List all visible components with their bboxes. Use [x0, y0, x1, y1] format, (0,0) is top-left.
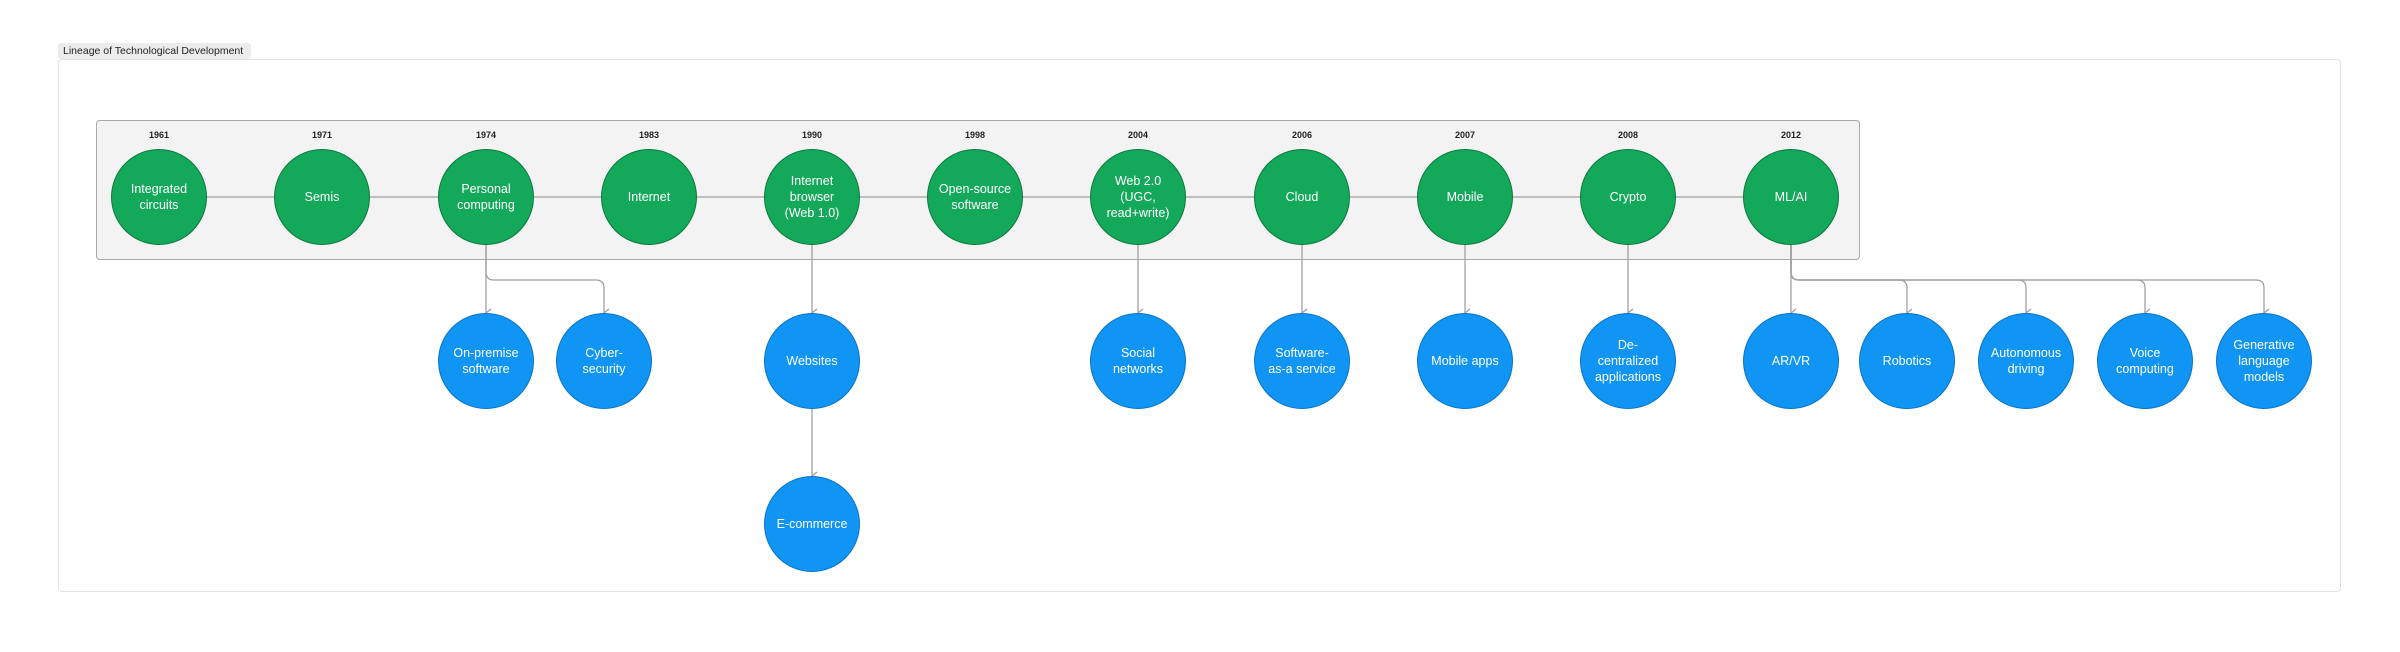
tech-node-mlai[interactable]: ML/AI [1743, 149, 1839, 245]
tech-node-web2[interactable]: Web 2.0 (UGC, read+write) [1090, 149, 1186, 245]
year-label: 2007 [1454, 130, 1476, 140]
app-node-saas[interactable]: Software- as-a service [1254, 313, 1350, 409]
year-label: 2012 [1780, 130, 1802, 140]
app-node-websites[interactable]: Websites [764, 313, 860, 409]
year-label: 1971 [311, 130, 333, 140]
arrow-connector [485, 245, 610, 318]
tech-node-oss[interactable]: Open-source software [927, 149, 1023, 245]
year-label: 2004 [1127, 130, 1149, 140]
app-node-ecommerce[interactable]: E-commerce [764, 476, 860, 572]
app-node-genlm[interactable]: Generative language models [2216, 313, 2312, 409]
year-label: 1998 [964, 130, 986, 140]
year-label: 1974 [475, 130, 497, 140]
app-node-arvr[interactable]: AR/VR [1743, 313, 1839, 409]
year-label: 1990 [801, 130, 823, 140]
app-node-onprem[interactable]: On-premise software [438, 313, 534, 409]
tech-node-ic[interactable]: Integrated circuits [111, 149, 207, 245]
year-label: 1983 [638, 130, 660, 140]
tech-node-pc[interactable]: Personal computing [438, 149, 534, 245]
year-label: 2008 [1617, 130, 1639, 140]
tech-node-cloud[interactable]: Cloud [1254, 149, 1350, 245]
year-label: 2006 [1291, 130, 1313, 140]
year-label: 1961 [148, 130, 170, 140]
arrow-connector [1790, 245, 2270, 318]
frame-title: Lineage of Technological Development [58, 43, 252, 59]
app-node-dapps[interactable]: De- centralized applications [1580, 313, 1676, 409]
arrow-connector [1790, 245, 2151, 318]
app-node-social[interactable]: Social networks [1090, 313, 1186, 409]
tech-node-crypto[interactable]: Crypto [1580, 149, 1676, 245]
app-node-cyber[interactable]: Cyber- security [556, 313, 652, 409]
app-node-mobapps[interactable]: Mobile apps [1417, 313, 1513, 409]
tech-node-mobile[interactable]: Mobile [1417, 149, 1513, 245]
app-node-robotics[interactable]: Robotics [1859, 313, 1955, 409]
app-node-autodrive[interactable]: Autonomous driving [1978, 313, 2074, 409]
app-node-voice[interactable]: Voice computing [2097, 313, 2193, 409]
tech-node-semis[interactable]: Semis [274, 149, 370, 245]
tech-node-internet[interactable]: Internet [601, 149, 697, 245]
arrow-connector [1790, 245, 1913, 318]
tech-node-browser[interactable]: Internet browser (Web 1.0) [764, 149, 860, 245]
arrow-connector [1790, 245, 2032, 318]
